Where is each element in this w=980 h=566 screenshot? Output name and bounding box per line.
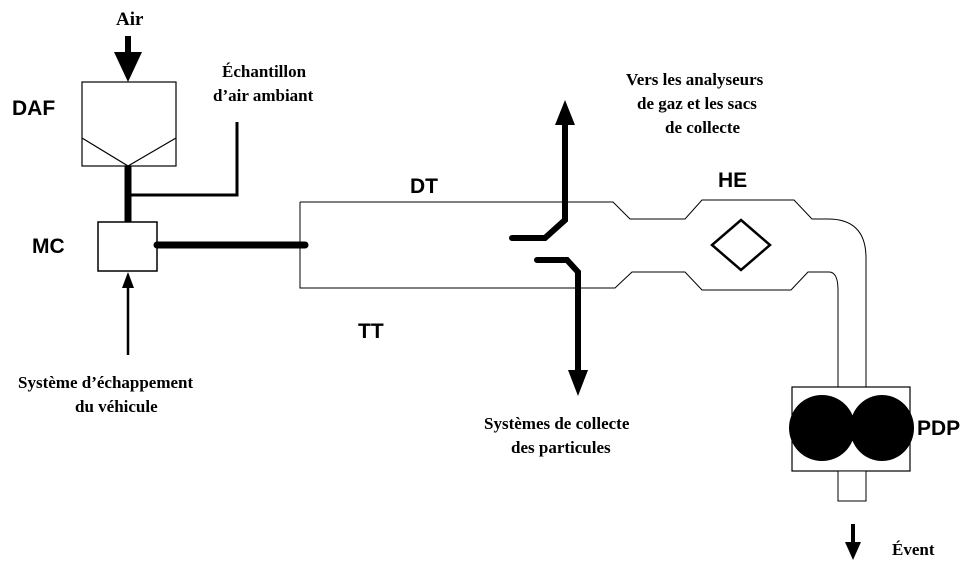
vent-arrow (845, 524, 861, 560)
dt-label: DT (410, 175, 438, 198)
positive-displacement-pump (789, 386, 914, 472)
pdp-label: PDP (917, 417, 960, 440)
mc-label: MC (32, 235, 65, 258)
analyzers-label-line1: Vers les analyseurs (626, 70, 764, 89)
exhaust-label-line1: Système d’échappement (18, 373, 194, 392)
particle-sample-probe (534, 257, 588, 396)
exhaust-arrow (122, 272, 134, 355)
ambient-label-line1: Échantillon (222, 62, 307, 81)
analyzers-label-line2: de gaz et les sacs (637, 94, 757, 113)
air-label: Air (116, 9, 144, 30)
particles-label-line2: des particules (511, 438, 611, 457)
daf-filter (81, 81, 177, 167)
tt-label: TT (358, 320, 384, 343)
air-inlet-arrow (114, 36, 142, 82)
dilution-tunnel-lower-wall (299, 202, 839, 387)
vent-label: Évent (892, 540, 935, 559)
pump-outlet-pipe (837, 470, 867, 502)
mixing-chamber (97, 221, 158, 272)
ambient-label-line2: d’air ambiant (213, 86, 314, 105)
ambient-sample-line (128, 122, 239, 197)
exhaust-label-line2: du véhicule (75, 397, 158, 416)
daf-label: DAF (12, 97, 55, 120)
analyzers-label-line3: de collecte (665, 118, 740, 137)
he-label: HE (718, 169, 747, 192)
dilution-tunnel-upper-wall (300, 199, 867, 387)
heat-exchanger (710, 218, 772, 272)
gas-sample-probe (509, 100, 575, 241)
particles-label-line1: Systèmes de collecte (484, 414, 630, 433)
